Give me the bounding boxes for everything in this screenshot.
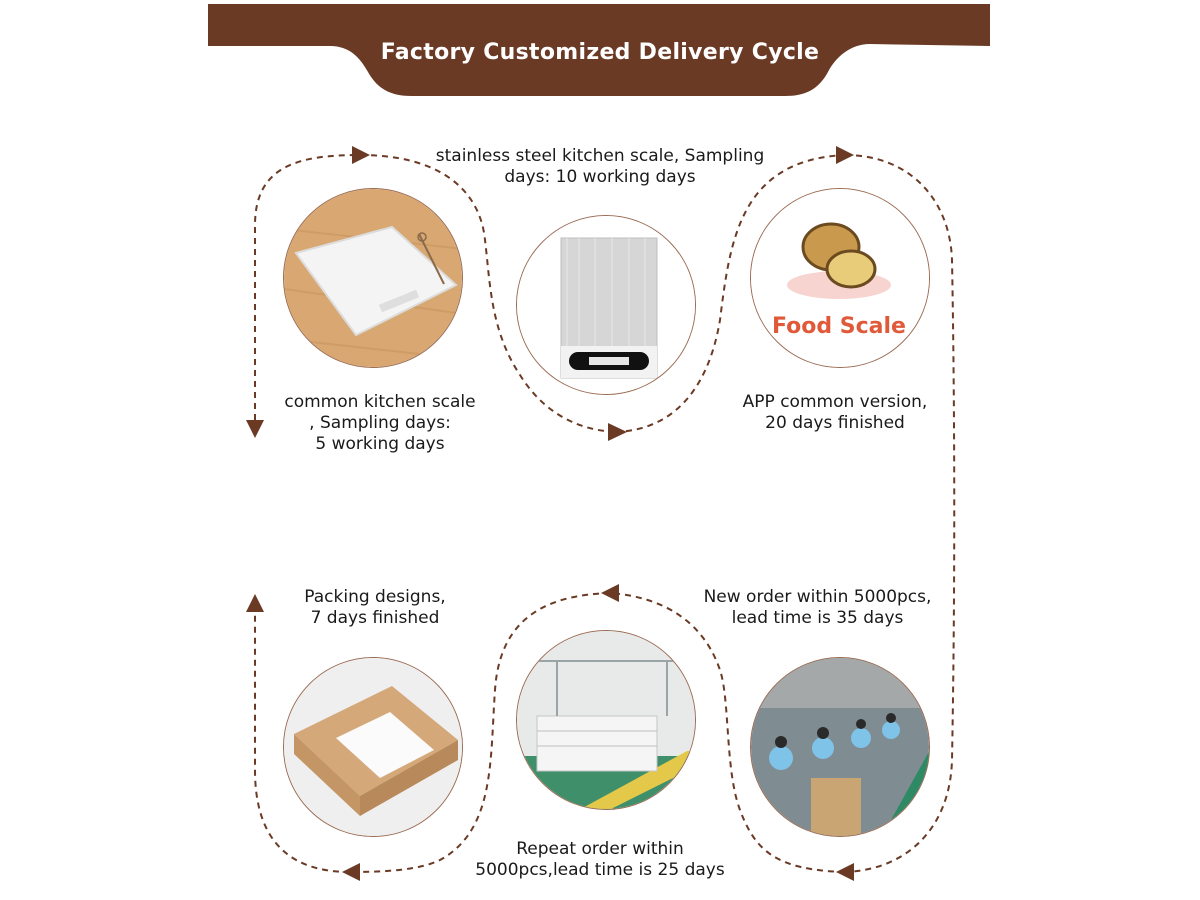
food-scale-logo-text: Food Scale xyxy=(772,314,906,339)
flow-segment xyxy=(844,154,956,873)
flow-segment xyxy=(254,610,351,873)
flow-arrow-icon xyxy=(352,146,370,164)
step-label-common-scale: common kitchen scale , Sampling days: 5 … xyxy=(284,392,476,454)
header-banner-shape xyxy=(208,4,990,96)
kraft-packing-box-image xyxy=(283,657,463,837)
flow-arrow-icon xyxy=(246,594,264,612)
flow-segment xyxy=(609,592,846,873)
flow-segment xyxy=(614,154,846,433)
step-label-app: APP common version, 20 days finished xyxy=(742,392,928,433)
white-kitchen-scale-image xyxy=(283,188,463,368)
white-label xyxy=(336,712,434,778)
step-label-stainless-scale: stainless steel kitchen scale, Sampling … xyxy=(435,146,765,187)
page-title: Factory Customized Delivery Cycle xyxy=(380,40,820,65)
flow-arrow-icon xyxy=(836,863,854,881)
step-label-repeat-order: Repeat order within 5000pcs,lead time is… xyxy=(475,839,725,880)
flow-arrow-icon xyxy=(342,863,360,881)
food-scale-app-image: Food Scale xyxy=(750,188,930,368)
stainless-steel-scale-image xyxy=(516,215,696,395)
flow-arrow-icon xyxy=(246,420,264,438)
step-label-new-order: New order within 5000pcs, lead time is 3… xyxy=(703,587,932,628)
factory-workers-image xyxy=(750,657,930,837)
flow-arrow-icon xyxy=(608,423,627,441)
step-label-packing: Packing designs, 7 days finished xyxy=(304,587,446,628)
header-banner xyxy=(208,4,990,96)
potato-icon xyxy=(825,249,877,289)
flow-arrow-icon xyxy=(601,584,619,602)
production-line-image xyxy=(516,630,696,810)
flow-arrow-icon xyxy=(836,146,854,164)
flow-segment xyxy=(254,154,361,420)
flow-segment xyxy=(349,592,611,873)
